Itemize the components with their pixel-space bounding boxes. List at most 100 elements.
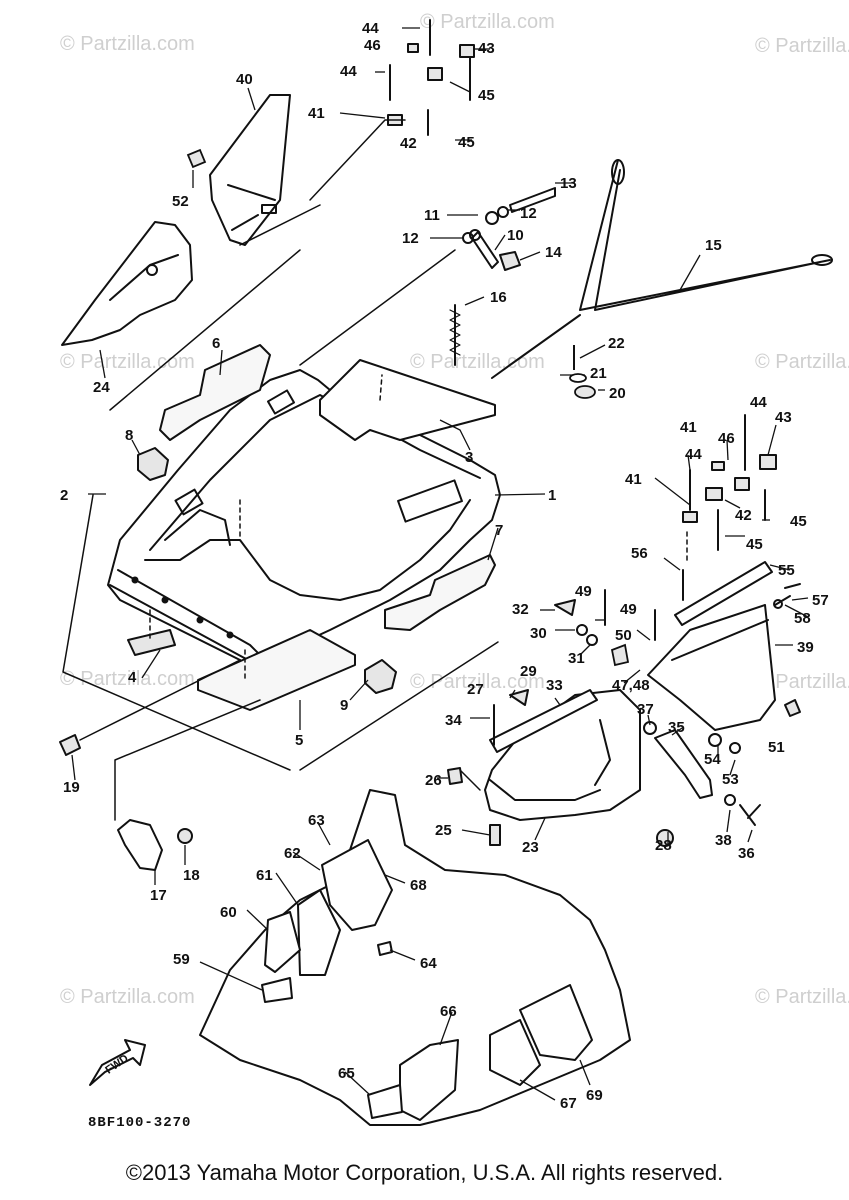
line-art xyxy=(59,19,833,1126)
part-label: 39 xyxy=(797,639,814,656)
part-label: 51 xyxy=(768,739,785,756)
part-label: 66 xyxy=(440,1003,457,1020)
part-label: 8 xyxy=(125,427,133,444)
part-label: 26 xyxy=(425,772,442,789)
part-label: 31 xyxy=(568,650,585,667)
part-label: 45 xyxy=(478,87,495,104)
part-label: 11 xyxy=(424,207,440,224)
part-label: 37 xyxy=(637,701,654,718)
part-label: 41 xyxy=(308,105,325,122)
hinge-17 xyxy=(117,819,163,871)
part-label: 43 xyxy=(775,409,792,426)
part-label: 12 xyxy=(402,230,419,247)
part-label: 15 xyxy=(705,237,722,254)
part-label: 55 xyxy=(778,562,795,579)
part-label: 2 xyxy=(60,487,68,504)
part-label: 6 xyxy=(212,335,220,352)
part-label: 35 xyxy=(668,719,685,736)
block-9 xyxy=(364,659,397,694)
part-label: 13 xyxy=(560,175,577,192)
part-label: 12 xyxy=(520,205,537,222)
part-label: 47,48 xyxy=(612,677,650,694)
part-label: 50 xyxy=(615,627,632,644)
gasket-4 xyxy=(127,629,176,656)
part-label: 43 xyxy=(478,40,495,57)
part-label: 40 xyxy=(236,71,253,88)
part-label: 41 xyxy=(625,471,642,488)
part-label: 59 xyxy=(173,951,190,968)
part-label: 27 xyxy=(467,681,484,698)
pad-3 xyxy=(319,359,496,441)
leader-frame-2 xyxy=(62,249,499,771)
part-label: 33 xyxy=(546,677,563,694)
part-label: 57 xyxy=(812,592,829,609)
part-label: 52 xyxy=(172,193,189,210)
part-label: 9 xyxy=(340,697,348,714)
part-label: 23 xyxy=(522,839,539,856)
pad-68 xyxy=(321,839,393,931)
part-label: 29 xyxy=(520,663,537,680)
diagram-code: 8BF100-3270 xyxy=(88,1115,191,1131)
pad-7 xyxy=(384,554,496,631)
part-label: 3 xyxy=(465,449,473,466)
pad-59 xyxy=(261,977,293,1003)
fwd-arrow xyxy=(89,1039,146,1086)
part-label: 18 xyxy=(183,867,200,884)
part-label: 64 xyxy=(420,955,437,972)
pad-69 xyxy=(519,984,593,1061)
watermark: © Partzilla.com xyxy=(755,671,849,693)
side-panel-24 xyxy=(61,221,193,346)
link-10 xyxy=(471,231,499,269)
copyright-notice: ©2013 Yamaha Motor Corporation, U.S.A. A… xyxy=(125,1160,724,1185)
part-label: 1 xyxy=(548,487,556,504)
part-label: 49 xyxy=(620,601,637,618)
part-label: 45 xyxy=(790,513,807,530)
part-label: 65 xyxy=(338,1065,355,1082)
watermark: © Partzilla.com xyxy=(755,35,849,57)
part-label: 61 xyxy=(256,867,273,884)
part-label: 21 xyxy=(590,365,607,382)
watermark: © Partzilla.com xyxy=(60,351,195,373)
part-label: 32 xyxy=(512,601,529,618)
watermark: © Partzilla.com xyxy=(60,33,195,55)
part-label: 25 xyxy=(435,822,452,839)
part-label: 67 xyxy=(560,1095,577,1112)
watermark: © Partzilla.com xyxy=(60,986,195,1008)
part-label: 14 xyxy=(545,244,562,261)
part-label: 24 xyxy=(93,379,110,396)
watermark: © Partzilla.com xyxy=(410,351,545,373)
part-label: 62 xyxy=(284,845,301,862)
part-label: 46 xyxy=(718,430,735,447)
part-label: 16 xyxy=(490,289,507,306)
block-8 xyxy=(137,447,169,481)
watermark: © Partzilla.com xyxy=(755,351,849,373)
part-label: 17 xyxy=(150,887,167,904)
part-label: 49 xyxy=(575,583,592,600)
part-label: 28 xyxy=(655,837,672,854)
watermark: © Partzilla.com xyxy=(420,11,555,33)
watermark: © Partzilla.com xyxy=(755,986,849,1008)
pad-65 xyxy=(367,1084,403,1119)
part-label: 41 xyxy=(680,419,697,436)
pad-6 xyxy=(159,344,271,441)
part-label: 58 xyxy=(794,610,811,627)
pad-62 xyxy=(297,889,341,976)
part-label: 45 xyxy=(458,134,475,151)
pad-5 xyxy=(197,629,356,711)
part-label: 46 xyxy=(364,37,381,54)
part-label: 22 xyxy=(608,335,625,352)
part-label: 42 xyxy=(400,135,417,152)
part-label: 5 xyxy=(295,732,303,749)
part-label: 7 xyxy=(495,522,503,539)
part-label: 56 xyxy=(631,545,648,562)
small-hardware xyxy=(186,148,630,667)
part-label: 53 xyxy=(722,771,739,788)
part-label: 44 xyxy=(362,20,379,37)
part-label: 69 xyxy=(586,1087,603,1104)
panel-40 xyxy=(209,94,291,246)
rail-33 xyxy=(489,689,598,753)
part-label: 68 xyxy=(410,877,427,894)
part-label: 20 xyxy=(609,385,626,402)
part-label: 44 xyxy=(750,394,767,411)
